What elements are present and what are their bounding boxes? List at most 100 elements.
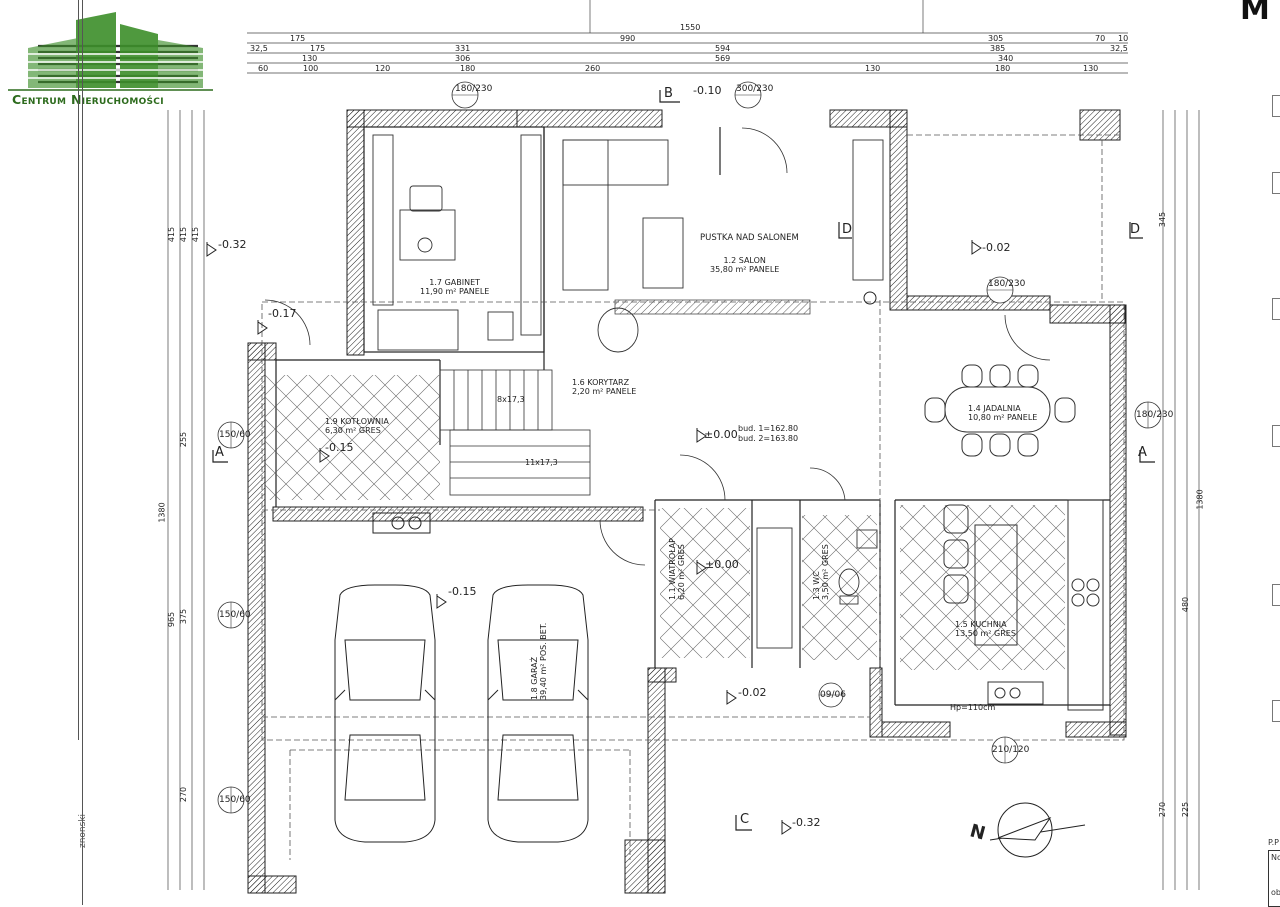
left-dim-415c: 415 [191, 226, 201, 243]
section-a-1: A [215, 445, 224, 460]
top-dim-385: 385 [990, 44, 1006, 53]
room-korytarz: 1.6 KORYTARZ 2,20 m² PANELE [572, 378, 637, 396]
right-dimension-lines [1162, 110, 1200, 890]
top-dim-60: 60 [258, 64, 269, 73]
label-hp110: Hp=110cm [950, 703, 996, 712]
level-2: -0.17 [268, 307, 297, 320]
right-dim-270: 270 [1158, 801, 1168, 818]
section-c-1: C [740, 812, 750, 827]
room-gabinet: 1.7 GABINET 11,90 m² PANELE [420, 278, 490, 296]
top-dim-180b: 180 [995, 64, 1011, 73]
pp-label: P.P [1268, 838, 1279, 847]
title-ob: ob [1271, 888, 1280, 897]
left-dim-415b: 415 [179, 226, 189, 243]
section-b-1: B [664, 86, 673, 101]
label-pustka: PUSTKA NAD SALONEM [700, 233, 799, 243]
door-swings [264, 127, 1051, 566]
window-tag-lines [230, 94, 1149, 813]
tiled-floors [265, 375, 1065, 670]
stairs [439, 369, 591, 496]
salon-sofa [562, 139, 884, 353]
top-dim-594: 594 [715, 44, 731, 53]
right-dim-225: 225 [1181, 801, 1191, 818]
brand-name: Centrum Nieruchomości [12, 92, 164, 107]
window-tag-6: 150/60 [219, 795, 251, 805]
room-wiatrolap: 1.1 WIATROŁAP 6,20 m² GRES [668, 538, 686, 600]
top-dim-306: 306 [455, 54, 471, 63]
level-markers [206, 240, 982, 835]
checkbox-6[interactable] [1272, 700, 1280, 722]
top-dim-331: 331 [455, 44, 471, 53]
north-arrow [989, 802, 1086, 858]
right-dim-480: 480 [1181, 596, 1191, 613]
window-tag-9: 210/120 [992, 745, 1030, 755]
checkbox-5[interactable] [1272, 584, 1280, 606]
top-dim-130c: 130 [1083, 64, 1099, 73]
interior-walls [275, 126, 1110, 706]
level-1: -0.32 [218, 238, 247, 251]
room-salon: 1.2 SALON 35,80 m² PANELE [710, 256, 780, 274]
top-dim-32-5: 32,5 [250, 44, 268, 53]
window-tag-1: 180/230 [455, 84, 493, 94]
room-jadalnia: 1.4 JADALNIA 10,80 m² PANELE [968, 404, 1038, 422]
page-header-partial: M [1240, 0, 1270, 27]
window-tag-4: 150/60 [219, 430, 251, 440]
car-right [487, 584, 589, 843]
top-dim-305: 305 [988, 34, 1004, 43]
right-dim-1380: 1380 [1195, 489, 1205, 510]
level-9: -0.32 [792, 816, 821, 829]
left-dim-255: 255 [179, 431, 189, 448]
checkbox-4[interactable] [1272, 425, 1280, 447]
title-no: No [1271, 853, 1280, 862]
section-d-1: D [842, 222, 853, 237]
checkbox-1[interactable] [1272, 95, 1280, 117]
top-dim-70: 70 [1095, 34, 1106, 43]
checkbox-3[interactable] [1272, 298, 1280, 320]
room-kuchnia: 1.5 KUCHNIA 13,50 m² GRES [955, 620, 1016, 638]
right-dim-345: 345 [1158, 211, 1168, 228]
top-dim-175: 175 [290, 34, 306, 43]
top-dimension-lines [247, 0, 1128, 74]
label-stairs1: 8x17,3 [497, 395, 525, 404]
label-bud1: bud. 1=162.80 [738, 424, 799, 433]
top-dim-10: 10 [1118, 34, 1129, 43]
window-tag-7: 180/230 [1136, 410, 1174, 420]
top-dim-569: 569 [715, 54, 731, 63]
checkbox-2[interactable] [1272, 172, 1280, 194]
level-3: -0.15 [325, 441, 354, 454]
north-label: N [967, 820, 988, 845]
top-dim-175b: 175 [310, 44, 326, 53]
section-d-2: D [1130, 222, 1141, 237]
window-tag-2: 300/230 [736, 84, 774, 94]
level-8: -0.02 [738, 686, 767, 699]
top-dim-990: 990 [620, 34, 636, 43]
top-dim-340: 340 [998, 54, 1014, 63]
outer-walls [247, 109, 1127, 894]
top-dim-1550: 1550 [680, 23, 701, 32]
level-7: -0.15 [448, 585, 477, 598]
room-garaz: 1.8 GARAŻ 39,40 m² POS. BET. [530, 622, 548, 700]
window-tag-3: 180/230 [988, 279, 1026, 289]
window-tag-8: 09/06 [820, 690, 846, 700]
boiler [372, 291, 877, 534]
label-bud2: bud. 2=163.80 [738, 434, 799, 443]
dashed-outlines [261, 134, 1125, 860]
top-dim-100: 100 [303, 64, 319, 73]
section-markers [212, 90, 1155, 831]
kitchen-furniture [943, 499, 1104, 711]
void-edge [614, 299, 811, 315]
top-dim-120: 120 [375, 64, 391, 73]
wc-fixtures [756, 527, 878, 649]
left-dimension-lines [167, 110, 205, 890]
top-dim-180: 180 [460, 64, 476, 73]
room-kotlownia: 1.9 KOTŁOWNIA 6,30 m² GRES [325, 417, 389, 435]
left-dim-1380: 1380 [157, 502, 167, 523]
level-6: ±0.00 [705, 558, 739, 571]
room-wc: 1.3 WC 3,50 m² GRES [812, 544, 830, 600]
level-zero: ±0.00 [704, 428, 738, 441]
top-dim-130: 130 [302, 54, 318, 63]
left-dim-270: 270 [179, 786, 189, 803]
level-4: -0.10 [693, 84, 722, 97]
